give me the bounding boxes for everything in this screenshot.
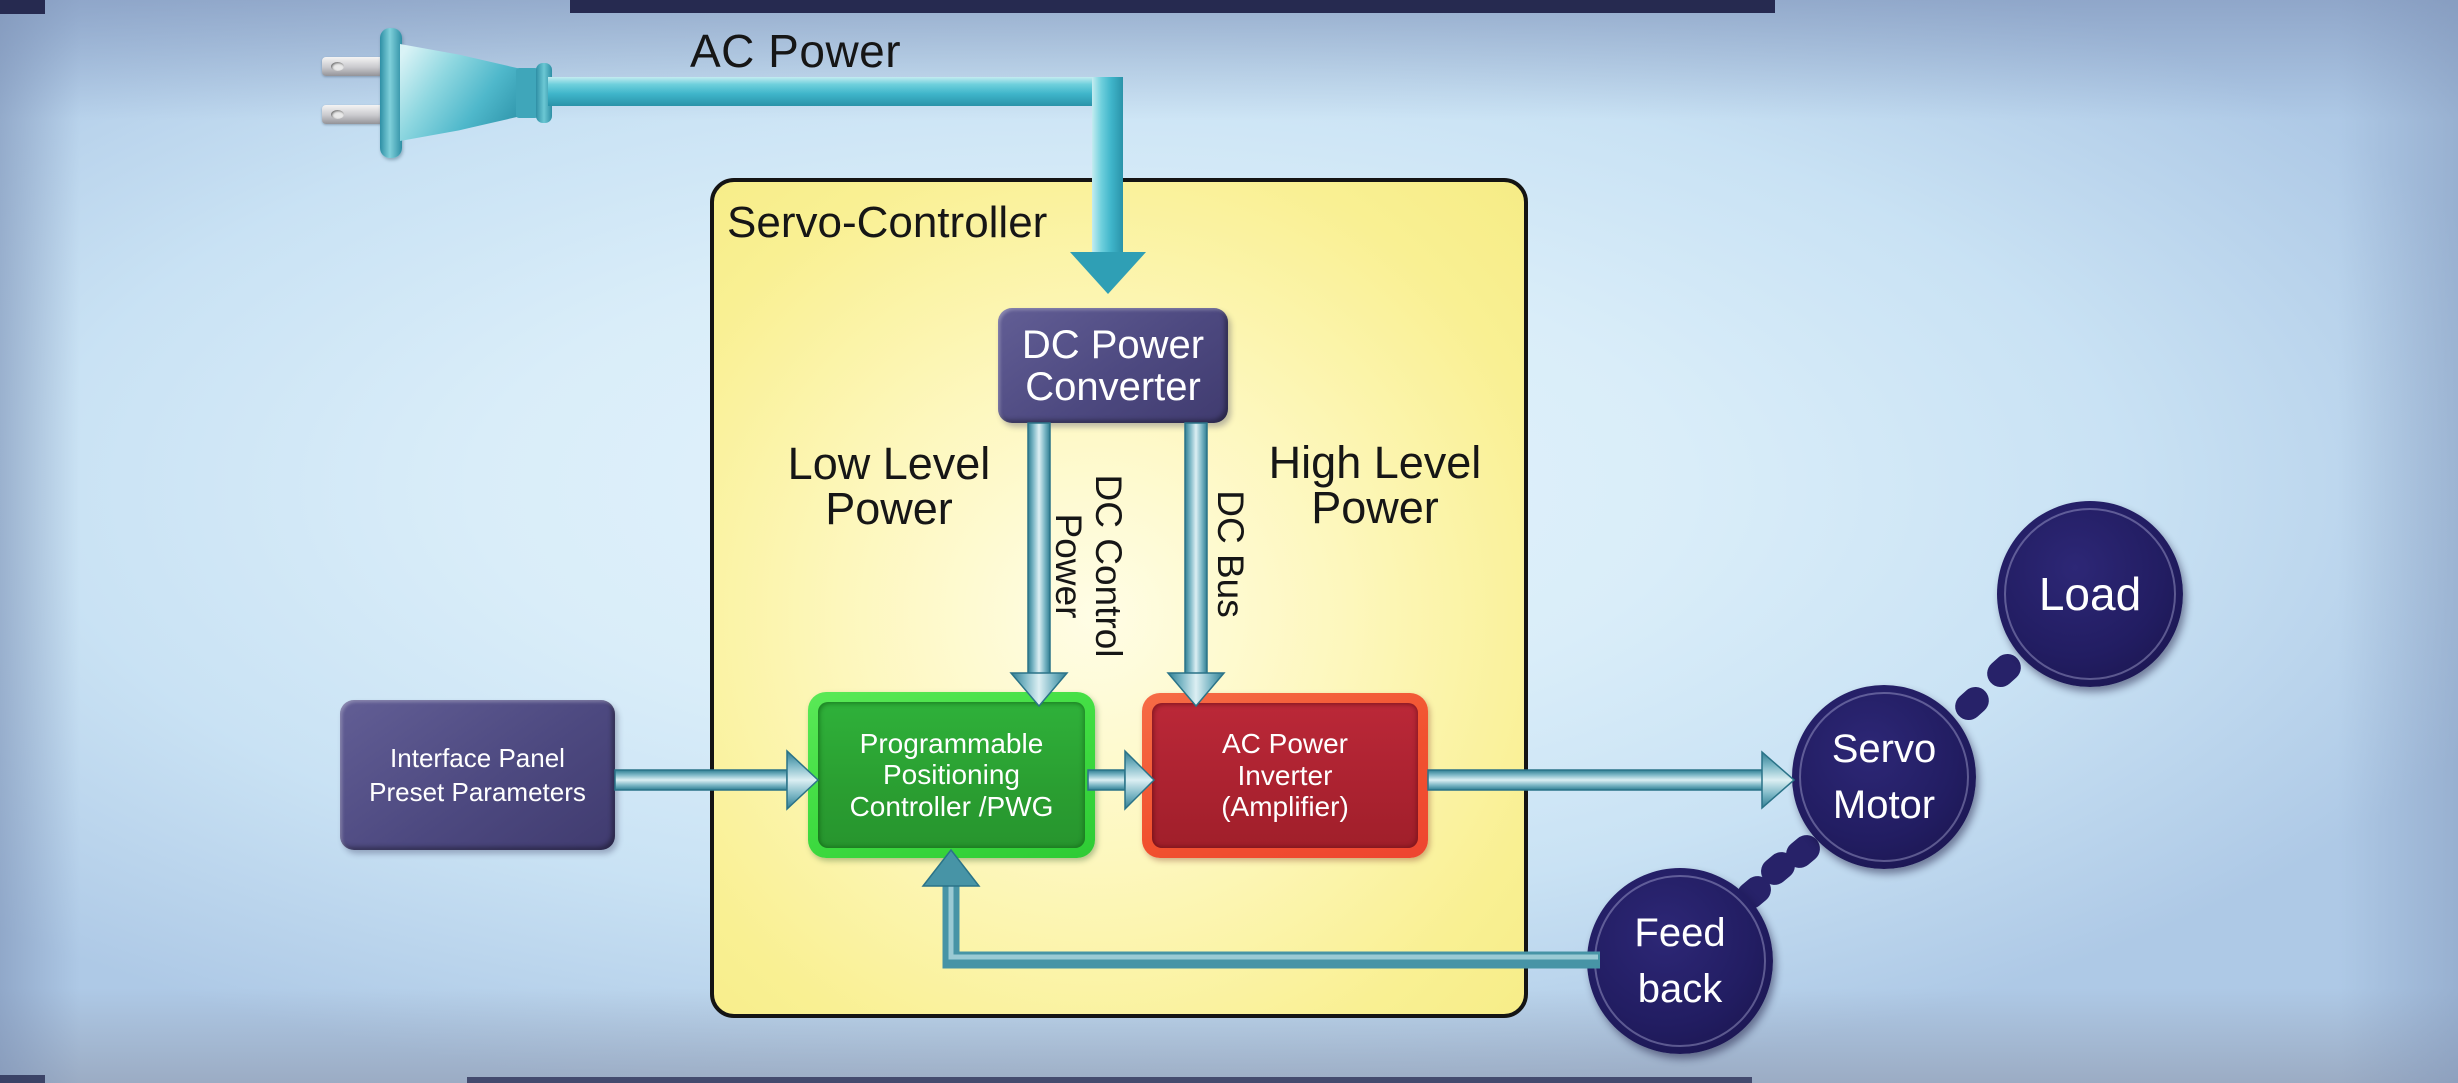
bottom-left-edge-block <box>0 1075 45 1083</box>
ac-cable-horizontal <box>548 77 1123 106</box>
dc-bus-label: DC Bus <box>1210 490 1251 618</box>
dc-power-converter-line2: Converter <box>1025 364 1201 409</box>
ac-cable-arrowhead-icon <box>1070 252 1146 294</box>
dc-power-converter-line1: DC Power <box>1021 322 1205 367</box>
arrowhead-servo-icon <box>1761 750 1796 810</box>
feedback-circle: Feed back <box>1587 868 1773 1054</box>
high-level-power-label: High Level Power <box>1268 437 1482 533</box>
ac-cable-vertical <box>1092 77 1123 253</box>
power-plug-icon <box>322 28 562 160</box>
dc-power-converter-box: DC Power Converter <box>998 308 1228 423</box>
bottom-edge-bar <box>467 1077 1752 1083</box>
plug-collar <box>516 68 538 118</box>
plug-body <box>400 44 518 141</box>
low-level-power-label: Low Level Power <box>787 438 991 534</box>
dc-control-power-label: DC Control Power <box>1048 474 1129 658</box>
top-edge-bar <box>570 0 1775 13</box>
inverter-box: AC Power Inverter (Amplifier) <box>1152 703 1418 848</box>
servo-controller-title: Servo-Controller <box>727 198 1048 247</box>
shaft-dot <box>1949 681 1995 726</box>
interface-panel-box: Interface Panel Preset Parameters <box>340 700 615 850</box>
ppc-box: Programmable Positioning Controller /PWG <box>818 702 1085 848</box>
plug-faceplate <box>380 28 402 158</box>
top-left-edge-block <box>0 0 45 14</box>
servo-motor-circle: Servo Motor <box>1792 685 1976 869</box>
load-circle: Load <box>1997 501 2183 687</box>
ac-power-label: AC Power <box>690 25 902 77</box>
